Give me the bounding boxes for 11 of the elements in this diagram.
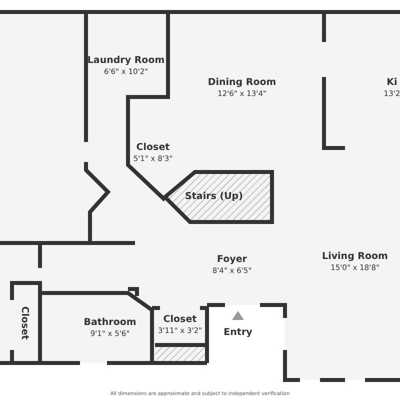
room-name: Closet [162, 314, 198, 326]
room-name: Living Room [322, 251, 388, 263]
room-name: Closet [135, 142, 171, 154]
room-name: Ki [386, 77, 398, 89]
room-name: Closet [18, 306, 30, 340]
room-name: Stairs (Up) [185, 191, 243, 203]
room-name: Foyer [216, 254, 248, 266]
room-name: Dining Room [208, 77, 276, 89]
room-name: Laundry Room [87, 55, 165, 67]
room-name: Bathroom [84, 317, 136, 329]
room-name: Entry [224, 327, 252, 339]
